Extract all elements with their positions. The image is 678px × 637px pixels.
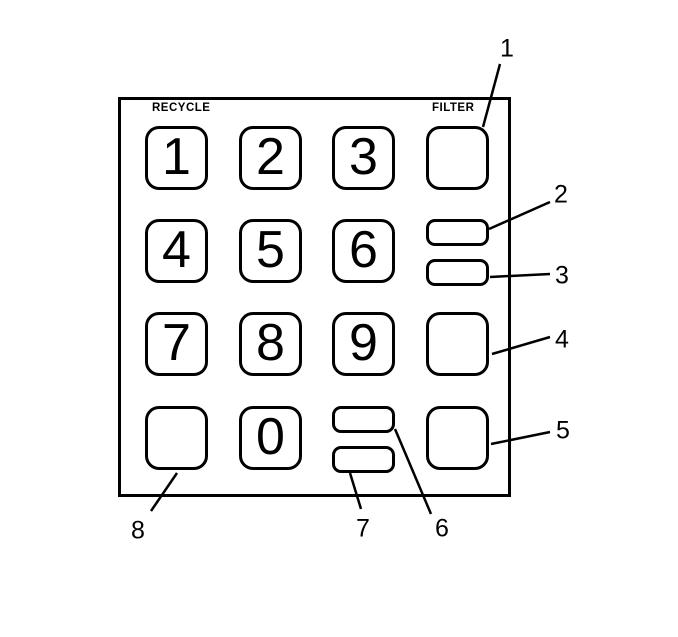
key-3-label: 3 xyxy=(349,128,378,186)
rocker-bar-lower-bottom xyxy=(332,446,395,473)
key-9: 9 xyxy=(332,312,395,376)
key-2-label: 2 xyxy=(256,128,285,186)
callout-5: 5 xyxy=(556,416,570,445)
key-9-label: 9 xyxy=(349,314,378,372)
key-8-label: 8 xyxy=(256,314,285,372)
blank-key-bottom-right xyxy=(426,406,489,470)
callout-3: 3 xyxy=(555,261,569,290)
recycle-label: RECYCLE xyxy=(152,102,211,114)
key-6: 6 xyxy=(332,219,395,283)
key-0-label: 0 xyxy=(256,408,285,466)
rocker-bar-upper-bottom xyxy=(332,406,395,433)
key-6-label: 6 xyxy=(349,221,378,279)
callout-6: 6 xyxy=(435,514,449,543)
filter-key xyxy=(426,126,489,190)
key-7: 7 xyxy=(145,312,208,376)
key-5: 5 xyxy=(239,219,302,283)
key-1: 1 xyxy=(145,126,208,190)
callout-2: 2 xyxy=(554,180,568,209)
filter-label: FILTER xyxy=(432,102,475,114)
key-8: 8 xyxy=(239,312,302,376)
key-4: 4 xyxy=(145,219,208,283)
callout-4: 4 xyxy=(555,325,569,354)
callout-8: 8 xyxy=(131,516,145,545)
key-7-label: 7 xyxy=(162,314,191,372)
blank-key-right xyxy=(426,312,489,376)
rocker-bar-upper-right xyxy=(426,219,489,246)
blank-key-bottom-left xyxy=(145,406,208,470)
key-1-label: 1 xyxy=(162,128,191,186)
callout-1: 1 xyxy=(500,34,514,63)
rocker-bar-lower-right xyxy=(426,259,489,286)
callout-7: 7 xyxy=(356,514,370,543)
key-0: 0 xyxy=(239,406,302,470)
key-5-label: 5 xyxy=(256,221,285,279)
key-3: 3 xyxy=(332,126,395,190)
key-4-label: 4 xyxy=(162,221,191,279)
key-2: 2 xyxy=(239,126,302,190)
